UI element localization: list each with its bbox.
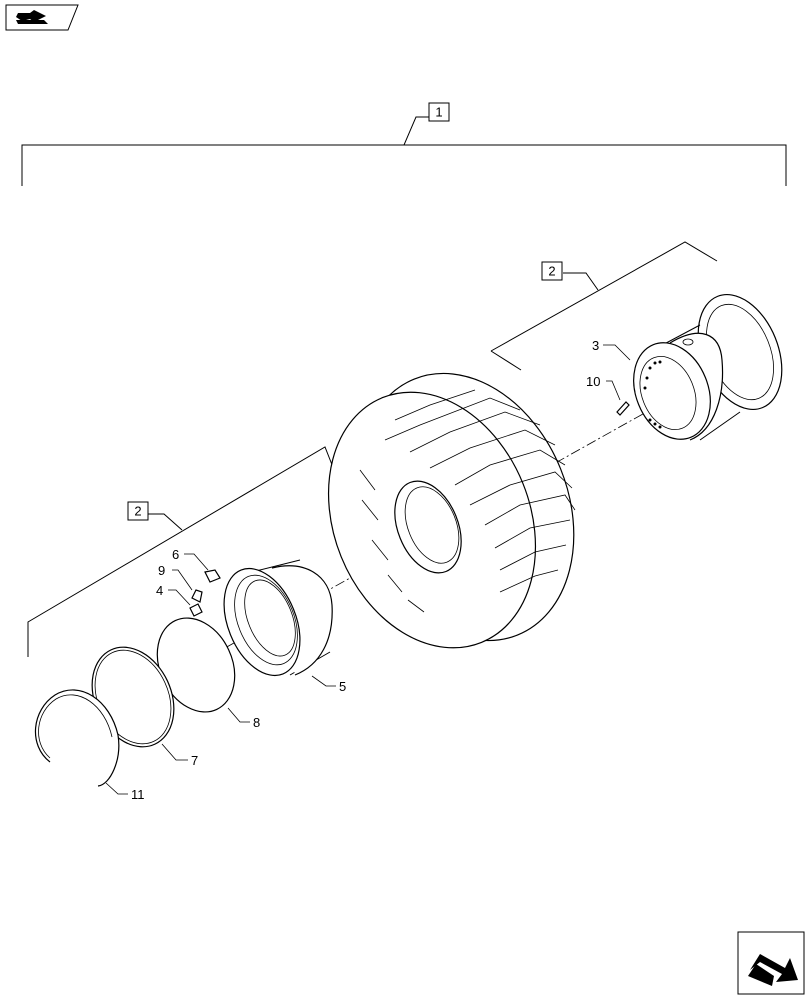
small-hardware <box>189 569 221 617</box>
next-page-arrow-icon[interactable] <box>737 931 805 995</box>
callout-4: 4 <box>156 583 163 598</box>
callout-5: 5 <box>339 679 346 694</box>
tire <box>327 372 576 649</box>
leader-lines <box>105 344 631 795</box>
callout-9: 9 <box>158 563 165 578</box>
callout-7: 7 <box>191 753 198 768</box>
front-rim <box>223 559 333 677</box>
assembly-1-label: 1 <box>435 105 442 120</box>
lock-ring <box>35 689 120 787</box>
valve-stem <box>616 401 630 416</box>
callout-10: 10 <box>586 374 600 389</box>
callout-8: 8 <box>253 715 260 730</box>
assembly-2-upper-bracket: 2 <box>490 241 718 371</box>
assembly-1-bracket: 1 <box>21 102 787 186</box>
callout-3: 3 <box>592 338 599 353</box>
assembly-2-upper-label: 2 <box>548 264 555 279</box>
rear-rim <box>633 293 783 441</box>
callout-11: 11 <box>131 787 145 802</box>
book-arrow-icon[interactable] <box>5 4 79 31</box>
callout-6: 6 <box>172 547 179 562</box>
assembly-2-lower-label: 2 <box>134 504 141 519</box>
